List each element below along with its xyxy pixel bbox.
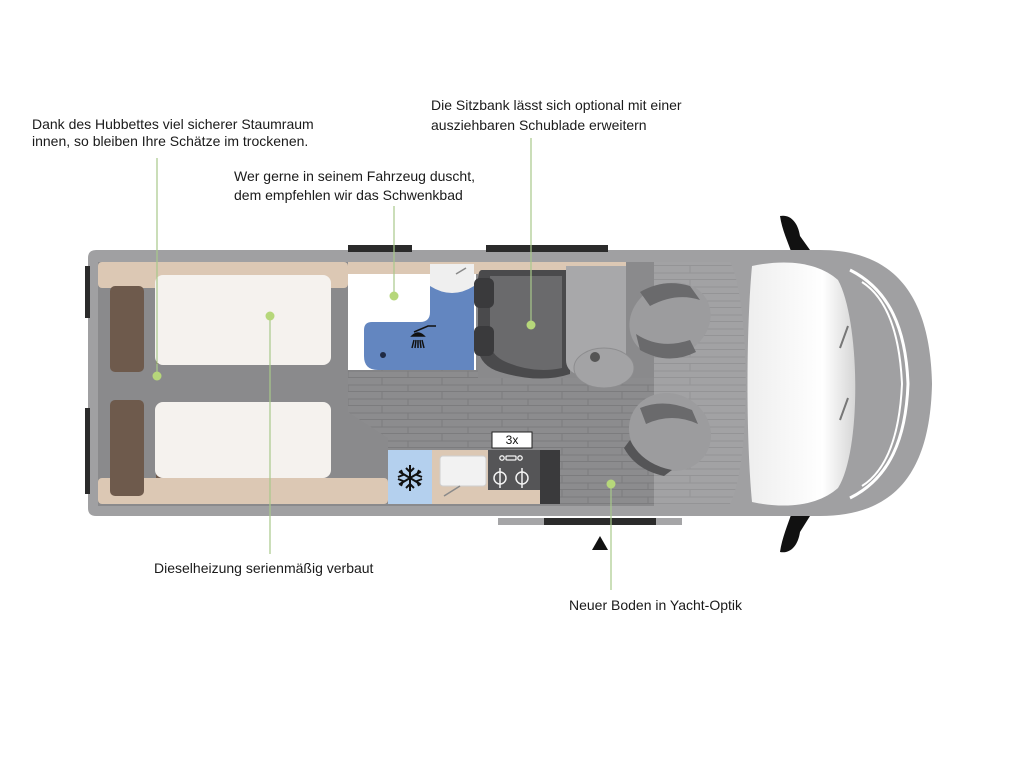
mirror-left: [780, 215, 810, 254]
window-top-left: [348, 245, 412, 252]
cab-seat-passenger: [624, 392, 712, 476]
table-leaf: [573, 347, 635, 389]
stove-burner-left: [493, 468, 507, 488]
annotation-bench-line-2: ausziehbaren Schublade erweitern: [431, 117, 647, 133]
annotation-storage-line-2: innen, so bleiben Ihre Schätze im trocke…: [32, 133, 309, 149]
wiper-bottom: [839, 397, 849, 421]
rear-window-top: [85, 266, 90, 318]
bench-cushion: [490, 276, 562, 370]
rear-window-bottom: [85, 408, 90, 494]
marker-floor: [606, 479, 616, 489]
annotation-bench: Die Sitzbank lässt sich optional mit ein…: [431, 95, 682, 135]
annotation-heating-line-1: Dieselheizung serienmäßig verbaut: [154, 560, 374, 576]
entrance-arrow-icon: [592, 536, 608, 550]
toilet: [354, 278, 406, 314]
hood-outline: [849, 268, 910, 500]
windshield: [747, 262, 856, 506]
stove-burner-right: [515, 468, 529, 488]
mattress-bottom: [155, 402, 331, 478]
bench-armrest-top: [474, 278, 494, 308]
annotation-storage: Dank des Hubbettes viel sicherer Staumra…: [32, 116, 314, 150]
kitchen-side-cabinet: [540, 450, 560, 504]
annotation-shower: Wer gerne in seinem Fahrzeug duscht, dem…: [234, 167, 475, 205]
stove-burner-badge: [491, 431, 533, 449]
sliding-door: [544, 518, 656, 525]
annotation-bench-line-1: Die Sitzbank lässt sich optional mit ein…: [431, 97, 682, 113]
hood-outline-inner: [861, 281, 904, 487]
rear-cabinet-bottom: [110, 400, 144, 496]
sink: [439, 455, 487, 487]
annotation-heating: Dieselheizung serienmäßig verbaut: [154, 560, 373, 577]
bed-frame-bottom: [98, 478, 388, 504]
marker-heating: [265, 311, 275, 321]
rear-cabinet-top: [110, 286, 144, 372]
annotation-storage-line-1: Dank des Hubbettes viel sicherer Staumra…: [32, 116, 314, 132]
marker-shower: [389, 291, 399, 301]
wiper-top: [839, 325, 849, 349]
annotation-shower-line-2: dem empfehlen wir das Schwenkbad: [234, 187, 463, 203]
shower-tray: [364, 274, 474, 370]
annotation-shower-line-1: Wer gerne in seinem Fahrzeug duscht,: [234, 168, 475, 184]
marker-storage: [152, 371, 162, 381]
annotation-floor-line-1: Neuer Boden in Yacht-Optik: [569, 597, 743, 613]
annotation-floor: Neuer Boden in Yacht-Optik: [569, 597, 742, 614]
stove-burner-count: 3x: [506, 433, 519, 447]
shower-head-icon: [410, 325, 436, 349]
washbasin-tap: [455, 267, 467, 275]
window-top-right: [486, 245, 608, 252]
cab-seat-driver: [629, 282, 711, 359]
mattress-top: [155, 275, 331, 365]
shower-drain: [380, 352, 386, 358]
stove-burner-back: [499, 455, 523, 461]
snowflake-icon: [397, 465, 423, 491]
mirror-right: [780, 512, 810, 553]
table-leg: [590, 352, 600, 362]
marker-bench: [526, 320, 536, 330]
washbasin: [430, 264, 474, 293]
bench-armrest-bottom: [474, 326, 494, 356]
sink-tap: [443, 485, 461, 497]
